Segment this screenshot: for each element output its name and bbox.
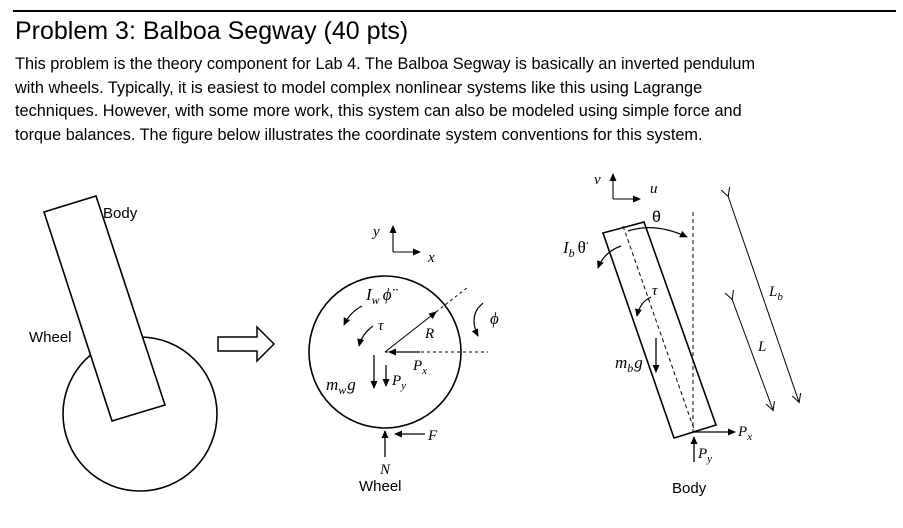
px-label: Px [412,358,427,377]
radius-label: R [424,326,434,342]
lb-label: Lb [768,284,783,303]
py-label: Py [391,373,406,392]
lb-dimension-line [728,196,799,402]
problem-title: Problem 3: Balboa Segway (40 pts) [15,17,409,45]
phi-angle-arc-start [477,302,484,309]
l-label: L [757,339,766,355]
theta-angle-arc [627,227,688,238]
l-dimension-line [732,299,773,410]
wheel-torque-arc [357,325,374,347]
wheel-circle [308,275,462,429]
wheel-torque-label: τ [378,318,384,334]
body-rect [601,221,718,439]
overview-body-label: Body [103,205,138,222]
body-torque-label: τ [652,283,658,299]
normal-label: N [379,462,391,478]
phi-label: ϕ [490,309,499,328]
body-caption: Body [672,480,707,497]
body-py-label: Py [697,446,712,465]
overview-wheel-label: Wheel [29,329,72,346]
paragraph-line: torque balances. The figure below illust… [15,125,703,144]
axis-u-label: u [650,181,658,197]
phi-angle-arc [471,307,479,337]
body-inertia-arc [597,245,622,269]
header-rule [13,10,896,12]
wheel-inertia-arc [343,305,363,326]
paragraph-line: with wheels. Typically, it is easiest to… [15,78,703,97]
wheel-caption: Wheel [359,478,402,495]
axis-v-label: v [594,172,601,188]
overview-diagram: Body Wheel [29,195,218,492]
body-torque-arc [635,296,652,317]
axis-y-label: y [371,224,380,240]
overview-body-rect [42,195,167,422]
problem-description: This problem is the theory component for… [15,53,895,147]
body-weight-label: mbg [615,353,643,375]
axis-x-label: x [427,250,435,266]
radius-arrow [384,311,437,353]
radius-extension-dashed [435,286,469,313]
body-centerline-dashed [622,225,696,433]
transition-arrow [217,325,276,363]
weight-label: mwg [326,375,356,397]
friction-label: F [427,428,438,444]
body-px-label: Px [737,424,752,443]
paragraph-line: This problem is the theory component for… [15,55,756,73]
theta-label: θ [652,209,661,226]
paragraph-line: techniques. However, with some more work… [15,102,742,120]
